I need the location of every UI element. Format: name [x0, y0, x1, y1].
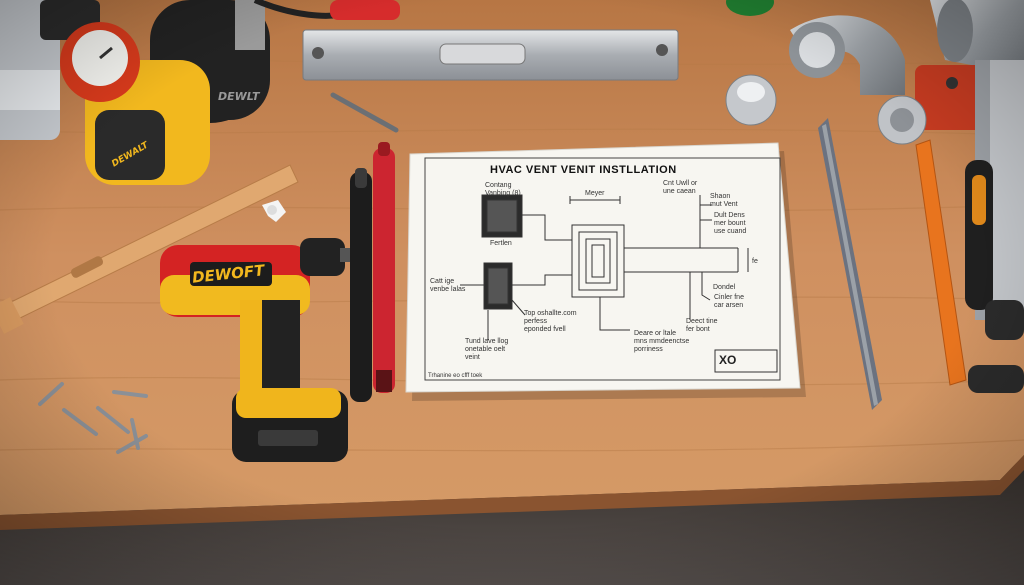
label-bottom-center: Deare or ltale mns mmdeenctse porriness	[634, 330, 690, 353]
label-top-right: Cnt Uwll or une caean	[663, 180, 698, 195]
label-left-mid: Catt ige venbe lalas	[430, 278, 466, 293]
label-center-note: Top oshallte.com perfess eponded fvell	[524, 310, 577, 333]
label-bottom-left: Tund lave llog onetable oelt veint	[465, 338, 509, 361]
label-top-center: Meyer	[585, 190, 605, 197]
label-dim-right: fe	[752, 258, 758, 265]
sheet-title: HVAC VENT VENIT INSTLLATION	[490, 164, 677, 176]
label-right-2: Dult Dens mer bount use cuand	[714, 212, 747, 235]
sheet-logo-mark: XO	[719, 353, 737, 367]
label-filter: Fertlen	[490, 240, 512, 247]
can-brand: DEWLT	[218, 90, 260, 103]
label-right-1: Shaon mut Vent	[710, 193, 738, 208]
label-top-left: Contang Vanbing (8)	[485, 182, 521, 197]
label-right-4: Cinler fne car arsen	[714, 294, 744, 309]
label-right-3: Dondel	[713, 284, 736, 291]
sheet-footer: Trhanine eo cfff toek	[428, 373, 483, 379]
label-right-5: Deect tine fer bont	[686, 318, 718, 333]
